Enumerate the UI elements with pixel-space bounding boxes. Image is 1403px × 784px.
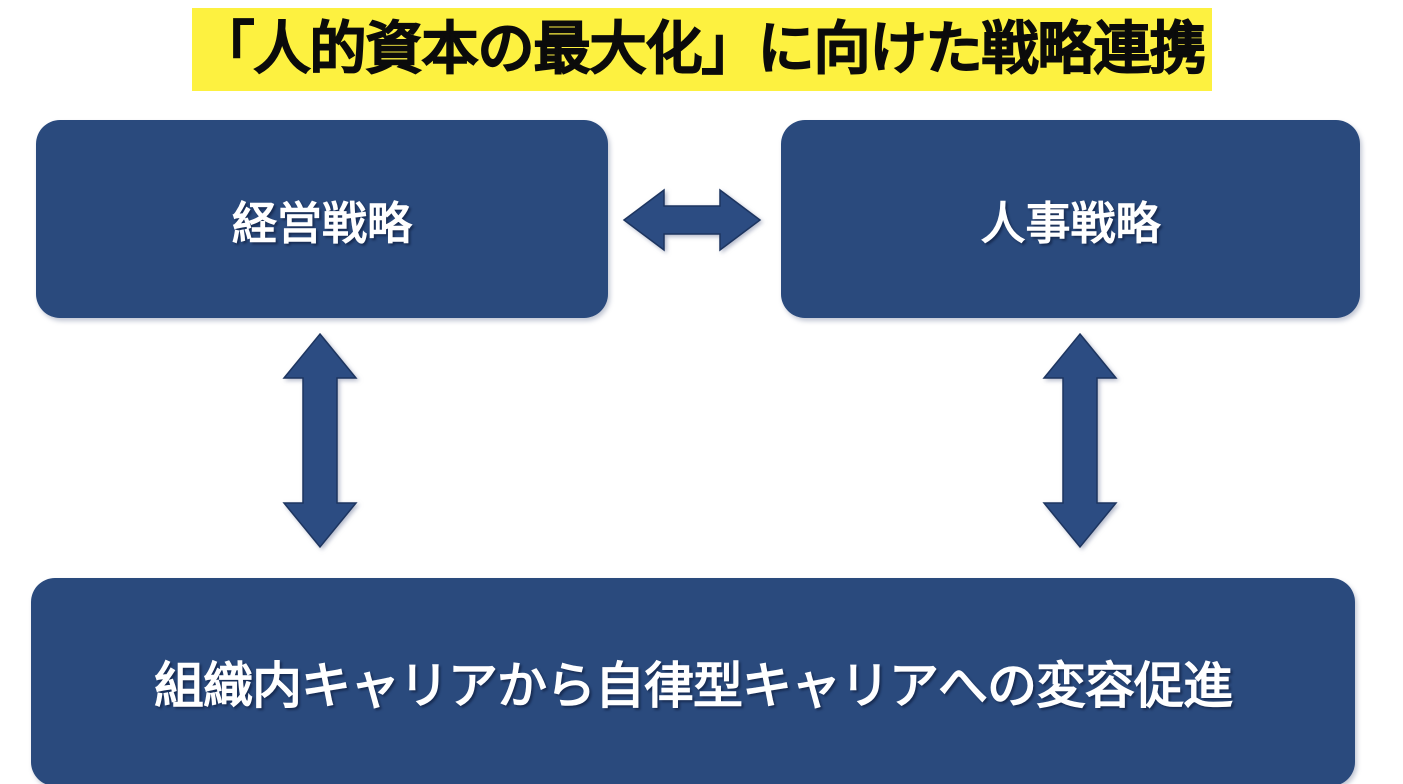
box-career-transformation-label: 組織内キャリアから自律型キャリアへの変容促進	[154, 658, 1233, 714]
box-hr-strategy[interactable]: 人事戦略	[781, 120, 1360, 318]
double-arrow-vertical-right-icon	[1041, 332, 1119, 549]
double-arrow-horizontal-icon	[622, 186, 762, 254]
box-career-transformation[interactable]: 組織内キャリアから自律型キャリアへの変容促進	[31, 578, 1355, 784]
page-title: 「人的資本の最大化」に向けた戦略連携	[191, 8, 1212, 92]
double-arrow-vertical-left-icon	[281, 332, 359, 549]
slide-title: 「人的資本の最大化」に向けた戦略連携	[0, 8, 1403, 92]
box-hr-strategy-label: 人事戦略	[980, 197, 1161, 249]
box-management-strategy[interactable]: 経営戦略	[36, 120, 608, 318]
box-management-strategy-label: 経営戦略	[231, 197, 412, 249]
